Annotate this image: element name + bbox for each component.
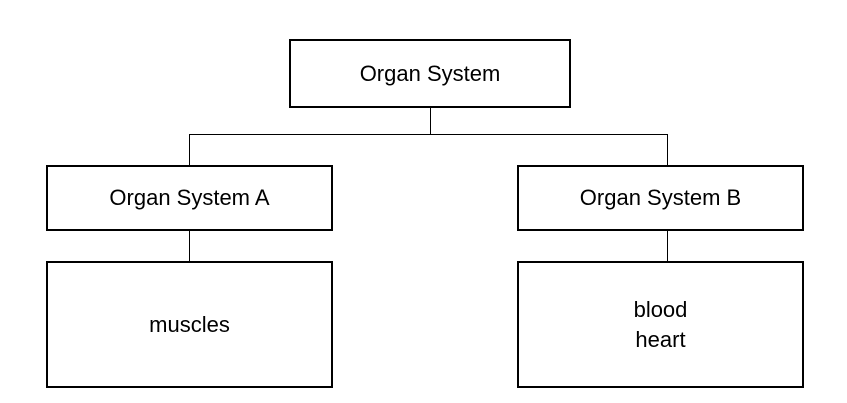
connector-system-b-detail [667, 231, 668, 261]
connector-to-system-b [667, 134, 668, 165]
connector-branch [189, 134, 668, 135]
root-node: Organ System [289, 39, 571, 108]
organ-system-a-node: Organ System A [46, 165, 333, 231]
connector-root-down [430, 108, 431, 134]
root-node-label: Organ System [359, 60, 501, 86]
connector-system-a-detail [189, 231, 190, 261]
organ-system-b-detail-item: blood [633, 296, 688, 322]
organ-system-b-node: Organ System B [517, 165, 804, 231]
organ-system-b-detail-item: heart [635, 326, 686, 352]
connector-to-system-a [189, 134, 190, 165]
organ-system-b-detail-node: blood heart [517, 261, 804, 388]
organ-system-a-label: Organ System A [109, 185, 270, 210]
organ-system-b-label: Organ System B [579, 185, 742, 210]
organ-system-a-detail-node: muscles [46, 261, 333, 388]
organ-system-a-detail-item: muscles [149, 311, 230, 337]
